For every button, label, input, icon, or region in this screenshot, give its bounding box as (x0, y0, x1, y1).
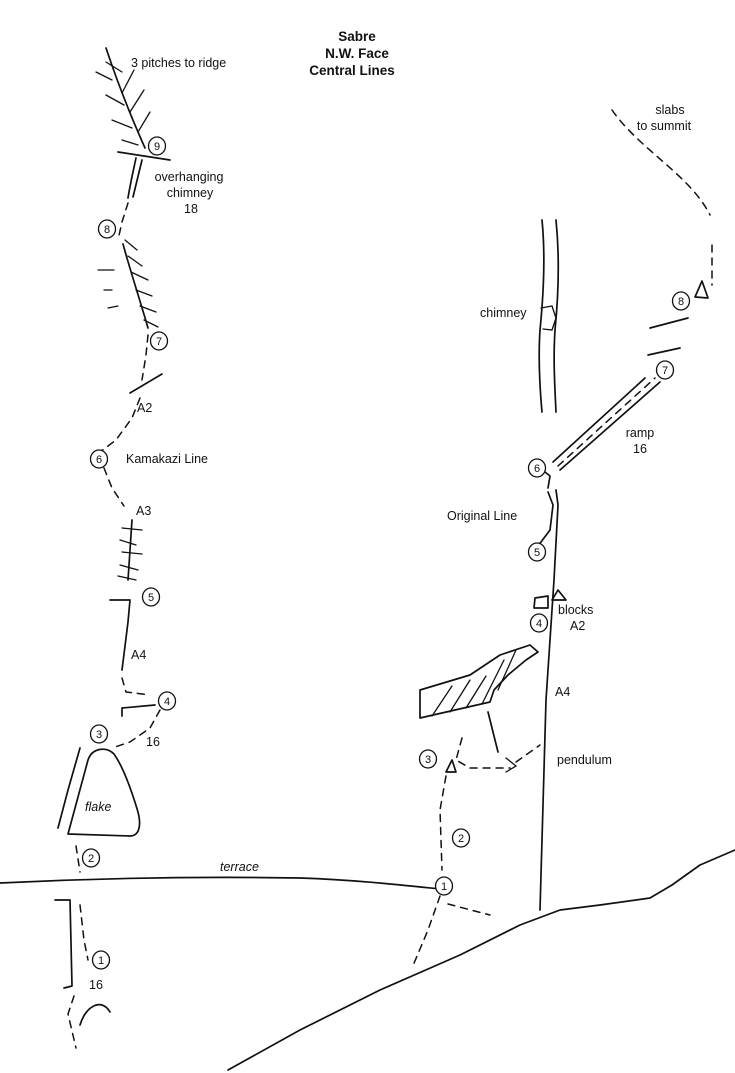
svg-text:7: 7 (156, 336, 162, 348)
svg-text:4: 4 (536, 618, 542, 630)
label-pendulum: pendulum (557, 753, 612, 767)
belay-left-1: 1 (91, 950, 111, 970)
svg-text:6: 6 (96, 454, 102, 466)
chimney-right-wall (553, 219, 560, 413)
label-to-summit: to summit (637, 119, 692, 133)
label-overhanging-3: 18 (184, 202, 198, 216)
svg-text:6: 6 (534, 463, 540, 475)
svg-text:5: 5 (148, 592, 154, 604)
belay-right-4: 4 (529, 613, 549, 633)
svg-text:5: 5 (534, 547, 540, 559)
label-ramp-grade: 16 (633, 442, 647, 456)
belay-left-2: 2 (81, 848, 101, 868)
belay-left-3: 3 (89, 724, 109, 744)
label-terrace: terrace (220, 860, 259, 874)
belay-left-6: 6 (89, 449, 109, 469)
label-16-bottom: 16 (89, 978, 103, 992)
belay-left-7: 7 (149, 331, 169, 351)
left-belay-markers: 9 8 7 6 5 4 3 2 1 (81, 136, 177, 970)
svg-text:1: 1 (441, 881, 447, 893)
chimney-left-wall (538, 219, 545, 413)
label-a4-left: A4 (131, 648, 146, 662)
svg-text:8: 8 (678, 296, 684, 308)
svg-text:3: 3 (96, 729, 102, 741)
belay-left-5: 5 (141, 587, 161, 607)
belay-right-6: 6 (527, 458, 547, 478)
label-blocks: blocks (558, 603, 593, 617)
right-belay-markers: 8 7 6 5 4 3 2 1 (418, 291, 691, 896)
belay-left-9: 9 (147, 136, 167, 156)
label-overhanging-2: chimney (167, 186, 214, 200)
svg-text:3: 3 (425, 754, 431, 766)
route-labels: 3 pitches to ridge overhanging chimney 1… (85, 56, 692, 992)
belay-right-1: 1 (434, 876, 454, 896)
label-kamakazi-line: Kamakazi Line (126, 452, 208, 466)
label-original-line: Original Line (447, 509, 517, 523)
original-line-route (411, 109, 713, 969)
svg-text:1: 1 (98, 955, 104, 967)
label-blocks-grade: A2 (570, 619, 585, 633)
title-line-3: Central Lines (309, 63, 395, 78)
belay-right-7: 7 (655, 360, 675, 380)
label-slabs: slabs (655, 103, 684, 117)
label-flake: flake (85, 800, 111, 814)
svg-text:7: 7 (662, 365, 668, 377)
ground-slope (227, 849, 735, 1071)
svg-text:8: 8 (104, 224, 110, 236)
label-chimney: chimney (480, 306, 527, 320)
label-a3: A3 (136, 504, 151, 518)
title-line-1: Sabre (338, 29, 376, 44)
label-a4-right: A4 (555, 685, 570, 699)
belay-right-3: 3 (418, 749, 438, 769)
title-line-2: N.W. Face (325, 46, 389, 61)
svg-text:2: 2 (458, 833, 464, 845)
kamakazi-line-route (54, 47, 171, 1049)
label-16-left: 16 (146, 735, 160, 749)
label-overhanging-1: overhanging (155, 170, 224, 184)
label-a2-left: A2 (137, 401, 152, 415)
terrace-line (0, 876, 451, 891)
belay-left-4: 4 (157, 691, 177, 711)
svg-text:4: 4 (164, 696, 170, 708)
belay-left-8: 8 (97, 219, 117, 239)
svg-text:2: 2 (88, 853, 94, 865)
topo-title: Sabre N.W. Face Central Lines (309, 29, 395, 78)
belay-right-8: 8 (671, 291, 691, 311)
svg-text:9: 9 (154, 141, 160, 153)
label-pitches-to-ridge: 3 pitches to ridge (131, 56, 226, 70)
belay-right-5: 5 (527, 542, 547, 562)
flake-outline (67, 748, 141, 837)
belay-right-2: 2 (451, 828, 471, 848)
label-ramp: ramp (626, 426, 655, 440)
